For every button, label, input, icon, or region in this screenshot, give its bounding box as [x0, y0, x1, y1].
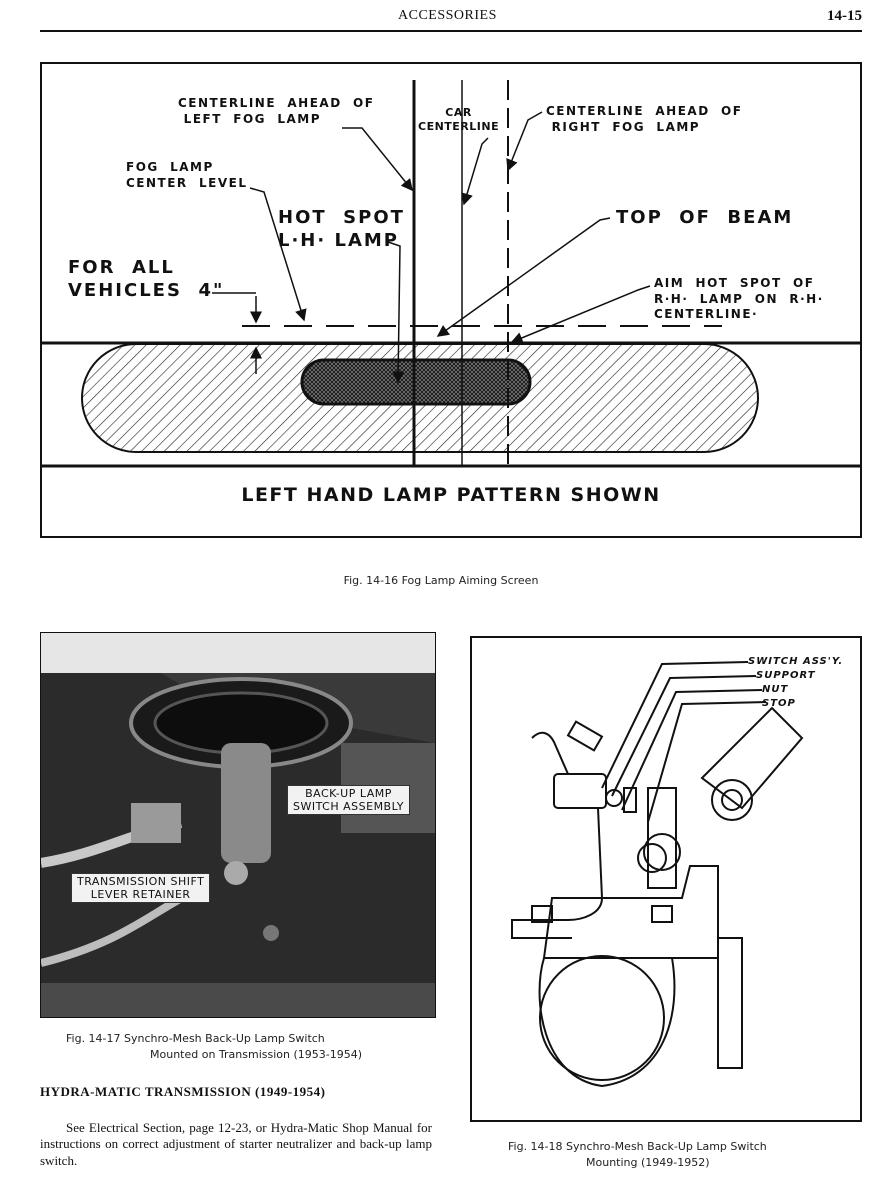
page-number: 14-15 [827, 8, 862, 24]
leader-left-centerline [342, 127, 413, 192]
page-header: ACCESSORIES 14-15 [40, 8, 862, 30]
leader-fog-level [249, 187, 307, 322]
leader-car-centerline [461, 137, 489, 206]
transmission-photo: BACK-UP LAMP SWITCH ASSEMBLY TRANSMISSIO… [40, 632, 436, 1018]
label-support: SUPPORT [756, 670, 816, 681]
aiming-screen-drawing [42, 80, 860, 468]
label-top-of-beam: TOP OF BEAM [616, 207, 794, 228]
label-nut: NUT [762, 684, 789, 695]
switch-mounting-drawing [511, 661, 804, 1088]
label-centerline-right: CENTERLINE AHEAD OF RIGHT FOG LAMP [546, 104, 743, 134]
label-stop: STOP [762, 698, 796, 709]
label-for-all-vehicles: FOR ALL VEHICLES 4" [68, 257, 225, 302]
label-car-centerline: CAR CENTERLINE [418, 106, 500, 134]
tag-shift-lever: TRANSMISSION SHIFT LEVER RETAINER [71, 873, 211, 904]
fig-14-16-caption: Fig. 14-16 Fog Lamp Aiming Screen [343, 574, 539, 587]
leader-switch [601, 661, 749, 789]
fig-14-18-caption-line2: Mounting (1949-1952) [586, 1156, 710, 1169]
label-hot-spot: HOT SPOT L·H· LAMP [278, 207, 405, 252]
transmission-photo-drawing [41, 633, 435, 1017]
fig-14-17-caption-line2: Mounted on Transmission (1953-1954) [150, 1048, 363, 1061]
header-rule [40, 30, 862, 32]
leader-hot-spot [387, 241, 405, 384]
section-heading: HYDRA-MATIC TRANSMISSION (1949-1954) [40, 1084, 326, 1099]
leader-right-centerline [506, 111, 543, 172]
fig-14-18-caption-line1: Fig. 14-18 Synchro-Mesh Back-Up Lamp Swi… [508, 1140, 767, 1153]
section-body: See Electrical Section, page 12-23, or H… [40, 1120, 432, 1168]
label-centerline-left: CENTERLINE AHEAD OF LEFT FOG LAMP [178, 96, 375, 126]
label-fog-center-level: FOG LAMP CENTER LEVEL [126, 160, 248, 190]
leader-top-of-beam [436, 217, 611, 337]
fog-lamp-aiming-diagram: CENTERLINE AHEAD OF LEFT FOG LAMP CAR CE… [40, 62, 862, 538]
label-aim-hot-spot: AIM HOT SPOT OF R·H· LAMP ON R·H· CENTER… [654, 276, 824, 322]
fig-14-17-caption-line1: Fig. 14-17 Synchro-Mesh Back-Up Lamp Swi… [66, 1032, 325, 1045]
running-title: ACCESSORIES [398, 8, 497, 23]
pattern-caption: LEFT HAND LAMP PATTERN SHOWN [241, 484, 661, 506]
tag-backup-switch: BACK-UP LAMP SWITCH ASSEMBLY [287, 785, 410, 816]
hot-spot [300, 358, 532, 406]
switch-mounting-diagram: SWITCH ASS'Y. SUPPORT NUT STOP [470, 636, 862, 1122]
label-switch-assy: SWITCH ASS'Y. [748, 656, 844, 667]
leader-aim-hot-spot [510, 285, 651, 344]
